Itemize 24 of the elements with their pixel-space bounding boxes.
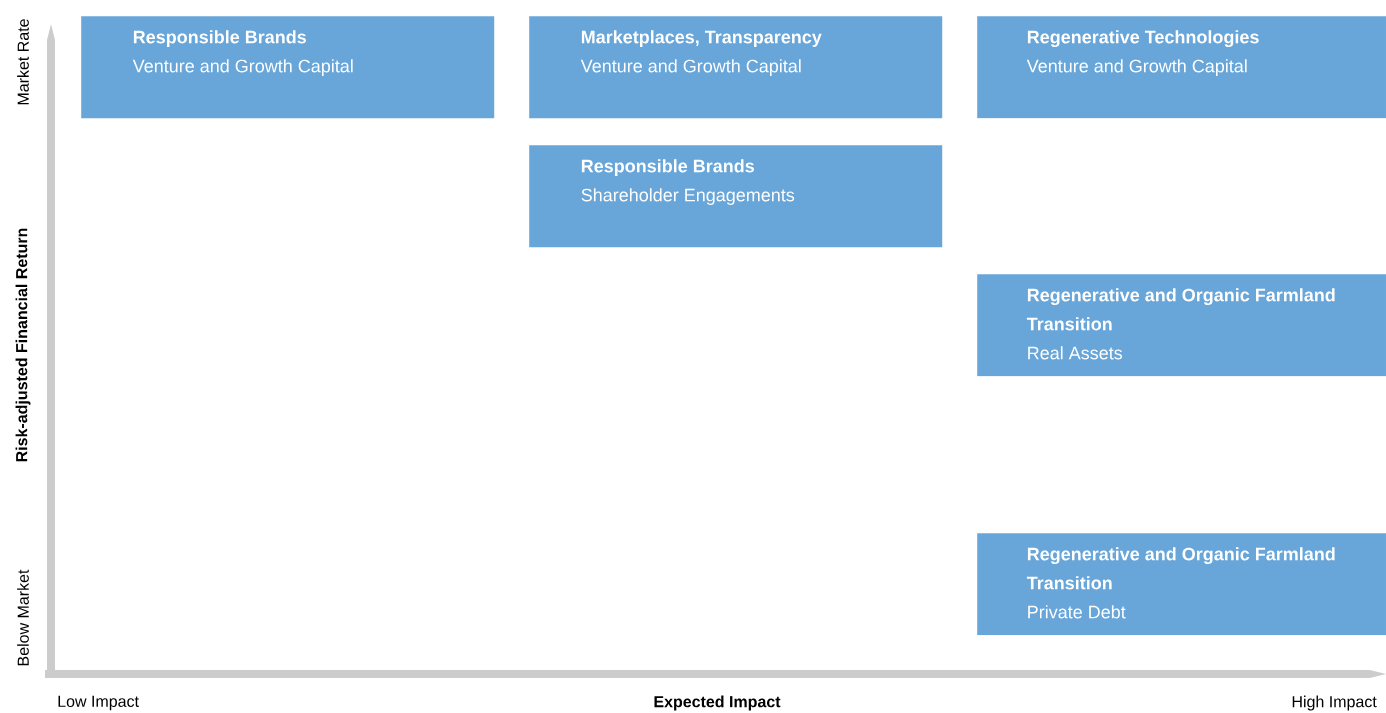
body-text: Private Debt xyxy=(1028,605,1126,619)
axis-label: Low Impact xyxy=(58,695,139,711)
axis-label: Below Market xyxy=(17,569,29,666)
heading-text: Marketplaces, Transparency xyxy=(581,30,822,47)
axis-label: Market Rate xyxy=(17,19,29,105)
axis-label: Expected Impact xyxy=(654,695,781,711)
heading-text: Responsible Brands xyxy=(133,30,306,47)
quadrant-box xyxy=(81,16,495,119)
body-text: Shareholder Engagements xyxy=(581,188,795,205)
axis-label: High Impact xyxy=(1292,695,1377,711)
quadrant-box xyxy=(977,533,1386,636)
heading-text: Regenerative and Organic Farmland Transition xyxy=(1026,547,1335,590)
heading-text: Regenerative Technologies xyxy=(1027,30,1259,48)
body-text: Venture and Growth Capital xyxy=(1026,59,1247,76)
body-text: Real Assets xyxy=(1028,346,1123,360)
quadrant-box xyxy=(529,16,943,119)
quadrant-box xyxy=(529,145,943,248)
heading-text: Regenerative and Organic Farmland Transition xyxy=(1026,288,1335,331)
quadrant-box xyxy=(977,274,1386,377)
heading-text: Responsible Brands xyxy=(581,159,754,176)
body-text: Venture and Growth Capital xyxy=(580,59,801,76)
axis-label: Risk-adjusted Financial Return xyxy=(15,228,31,462)
body-text: Venture and Growth Capital xyxy=(132,59,353,76)
quadrant-box xyxy=(977,16,1386,119)
